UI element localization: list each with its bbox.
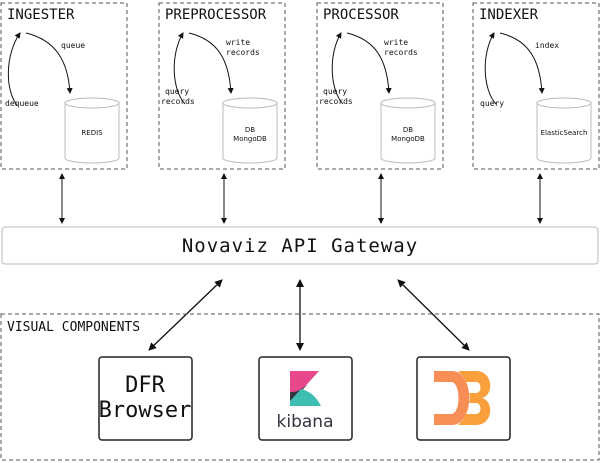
ingester-box [0, 2, 128, 170]
query-arrow [484, 32, 497, 105]
processor-title: PROCESSOR [323, 7, 399, 23]
kibana-logo-icon [290, 371, 321, 406]
visual-components-box [0, 313, 600, 461]
elasticsearch-database-icon [536, 97, 592, 164]
preprocessor-title: PREPROCESSOR [165, 7, 267, 23]
d3-logo-icon [434, 371, 491, 425]
api-gateway-box [1, 226, 599, 265]
index-label: index [535, 41, 559, 50]
query-records-arrow [331, 32, 344, 105]
gateway-dfr-connector [148, 279, 223, 351]
db-label-2: MongoDB [233, 135, 267, 143]
ingester-service: INGESTER queue dequeue REDIS [0, 2, 128, 170]
visual-components-title: VISUAL COMPONENTS [7, 320, 140, 335]
dfr-browser-box [98, 356, 193, 441]
mongodb-database-icon [222, 97, 278, 164]
write-records-label-1: write [384, 38, 408, 47]
preprocessor-service: PREPROCESSOR write records query records… [158, 2, 286, 170]
queue-label: queue [61, 41, 85, 50]
preprocessor-box [158, 2, 286, 170]
mongodb-database-icon [380, 97, 436, 164]
write-records-label-2: records [384, 48, 418, 57]
query-records-label-1: query [323, 87, 347, 96]
dfr-browser-card: DFR Browser [98, 356, 193, 441]
api-gateway-label: Novaviz API Gateway [182, 235, 418, 257]
write-records-arrow [346, 32, 392, 94]
db-label-1: DB [403, 126, 413, 134]
dfr-label-line2: Browser [99, 398, 192, 423]
visual-components-group: VISUAL COMPONENTS DFR Browser kibana [0, 313, 600, 461]
indexer-box [472, 2, 600, 170]
query-records-label-2: records [319, 97, 353, 106]
indexer-title: INDEXER [479, 7, 539, 23]
query-records-arrow [173, 32, 186, 105]
db-label-2: MongoDB [391, 135, 425, 143]
write-records-label-1: write [226, 38, 250, 47]
query-label: query [480, 99, 504, 108]
dfr-label-line1: DFR [125, 373, 165, 398]
write-records-arrow [188, 32, 234, 94]
index-arrow [499, 32, 545, 94]
dequeue-arrow [7, 32, 21, 106]
d3-card [416, 356, 511, 441]
elasticsearch-label: ElasticSearch [541, 129, 588, 137]
redis-database-icon [64, 97, 120, 164]
gateway-d3-connector [397, 279, 470, 351]
processor-box [316, 2, 444, 170]
query-records-label-2: records [161, 97, 195, 106]
indexer-service: INDEXER index query ElasticSearch [472, 2, 600, 170]
queue-arrow [25, 32, 73, 94]
ingester-title: INGESTER [7, 7, 75, 23]
kibana-card: kibana [258, 356, 353, 441]
kibana-label: kibana [277, 412, 334, 432]
api-gateway: Novaviz API Gateway [1, 226, 599, 265]
db-label-1: DB [245, 126, 255, 134]
processor-service: PROCESSOR write records query records DB… [316, 2, 444, 170]
write-records-label-2: records [226, 48, 260, 57]
redis-label: REDIS [81, 129, 103, 137]
dequeue-label: dequeue [5, 99, 39, 108]
query-records-label-1: query [165, 87, 189, 96]
